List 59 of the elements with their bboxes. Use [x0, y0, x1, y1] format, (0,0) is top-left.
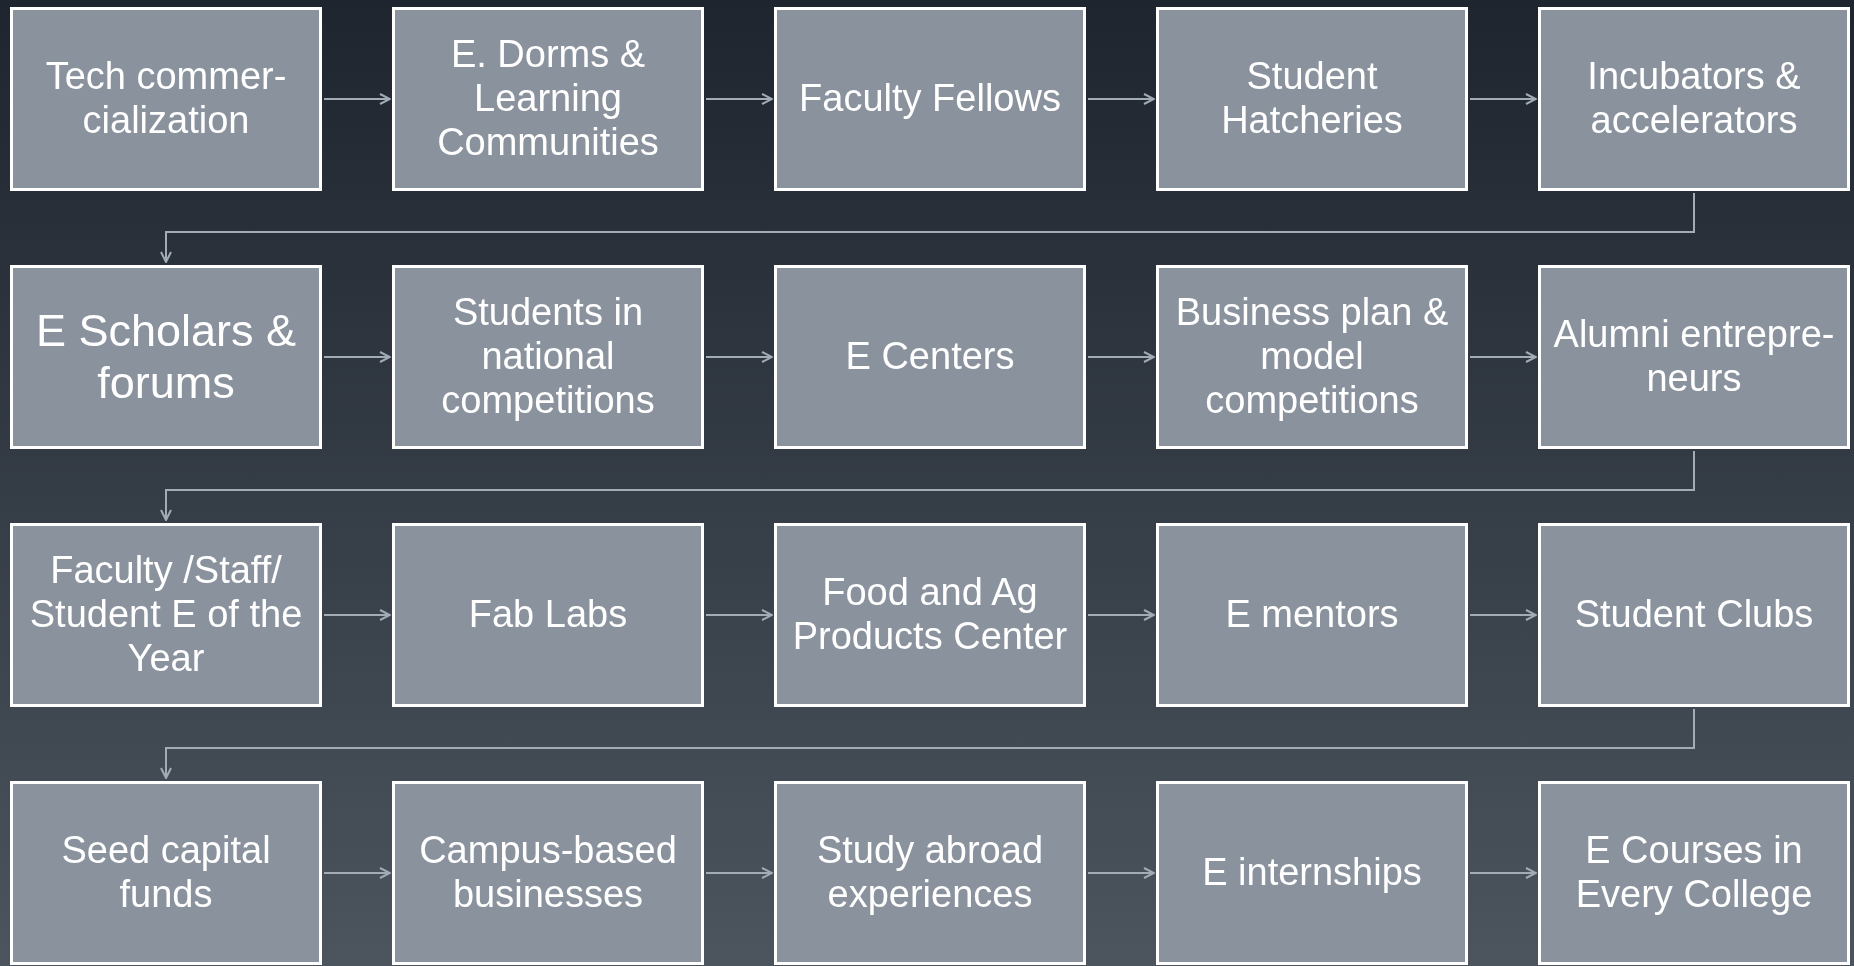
process-box [1538, 7, 1850, 191]
box-label: Seed capital funds [60, 829, 272, 917]
arrow [323, 351, 391, 363]
arrow [1469, 609, 1537, 621]
process-box [392, 7, 704, 191]
box-label: E Courses in Every College [1574, 829, 1814, 917]
box-label: Study abroad experiences [815, 829, 1045, 917]
box-label: Student Hatcheries [1220, 55, 1404, 143]
box-label: Faculty Fellows [799, 77, 1061, 121]
arrow [1469, 351, 1537, 363]
box-label: Incubators & accelerators [1586, 55, 1802, 143]
arrow [705, 867, 773, 879]
box-label: E Centers [845, 335, 1015, 379]
arrow [1087, 351, 1155, 363]
arrow [705, 609, 773, 621]
process-box [10, 781, 322, 965]
process-box [392, 523, 704, 707]
process-box [10, 523, 322, 707]
process-box [774, 523, 1086, 707]
box-label: Faculty /Staff/ Student E of the Year [28, 549, 304, 681]
process-box [10, 7, 322, 191]
box-label: Students in national competitions [440, 291, 656, 423]
arrow [1087, 609, 1155, 621]
process-box [1538, 781, 1850, 965]
arrow [160, 192, 1695, 263]
process-box [392, 265, 704, 449]
arrow [323, 867, 391, 879]
process-box [774, 7, 1086, 191]
arrow [323, 609, 391, 621]
arrow [160, 708, 1695, 779]
box-label: Food and Ag Products Center [791, 571, 1069, 659]
arrow [323, 93, 391, 105]
process-box [392, 781, 704, 965]
process-box [1156, 781, 1468, 965]
process-box [10, 265, 322, 449]
arrow [705, 351, 773, 363]
arrow [160, 450, 1695, 521]
arrow [705, 93, 773, 105]
box-label: Business plan & model competitions [1174, 291, 1450, 423]
process-box [1156, 523, 1468, 707]
arrow [1469, 867, 1537, 879]
process-box [1538, 265, 1850, 449]
box-label: E mentors [1225, 593, 1399, 637]
process-box [1156, 7, 1468, 191]
box-label: E Scholars & forums [34, 305, 298, 409]
process-box [774, 265, 1086, 449]
box-label: Alumni entrepre-neurs [1553, 313, 1835, 401]
arrow [1087, 867, 1155, 879]
box-label: E. Dorms & Learning Communities [436, 33, 660, 165]
box-label: Campus-based businesses [418, 829, 678, 917]
process-box [774, 781, 1086, 965]
box-label: E internships [1202, 851, 1422, 895]
box-label: Student Clubs [1574, 593, 1814, 637]
process-box [1538, 523, 1850, 707]
process-box [1156, 265, 1468, 449]
arrow [1087, 93, 1155, 105]
box-label: Fab Labs [468, 593, 628, 637]
box-label: Tech commer-cialization [44, 55, 288, 143]
arrow [1469, 93, 1537, 105]
